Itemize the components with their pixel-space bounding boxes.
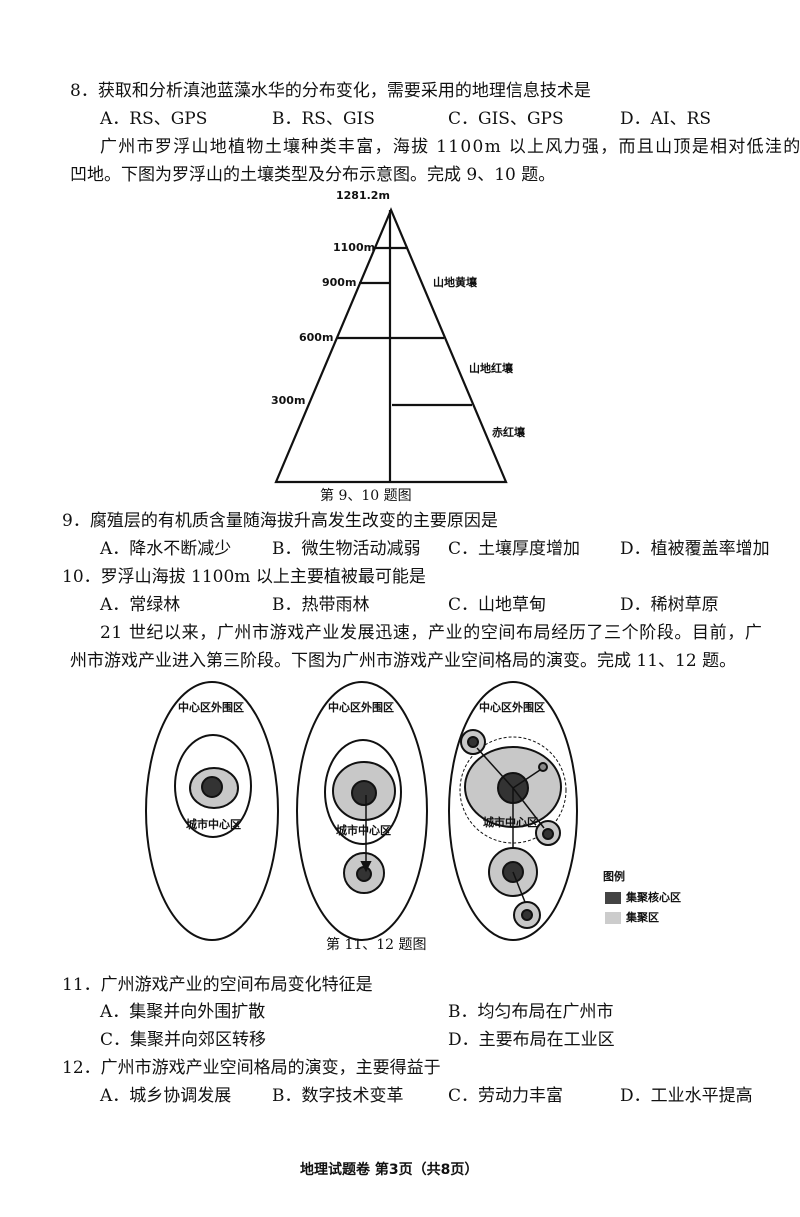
page-footer: 地理试题卷 第3页（共8页） <box>300 1162 479 1178</box>
stage2-outer-label: 中心区外围区 <box>328 701 394 714</box>
agglomeration-diagram <box>145 681 621 941</box>
q12-stem: 12．广州市游戏产业空间格局的演变，主要得益于 <box>62 1058 441 1078</box>
fig1-caption: 第 9、10 题图 <box>320 488 412 504</box>
q11-option-c: C．集聚并向郊区转移 <box>100 1030 267 1050</box>
stage3-inner-label: 城市中心区 <box>483 816 538 829</box>
legend-cluster-swatch <box>605 912 621 924</box>
q11-option-a: A．集聚并向外围扩散 <box>100 1002 266 1022</box>
q11-option-d: D．主要布局在工业区 <box>448 1030 615 1050</box>
intro2-line2: 州市游戏产业进入第三阶段。下图为广州市游戏产业空间格局的演变。完成 11、12 … <box>70 651 737 671</box>
soil-latosolic: 赤红壤 <box>492 426 525 439</box>
q12-option-b: B．数字技术变革 <box>272 1086 404 1106</box>
q9-option-c: C．土壤厚度增加 <box>448 539 581 559</box>
legend-core-swatch <box>605 892 621 904</box>
soil-yellow: 山地黄壤 <box>433 276 477 289</box>
q9-option-d: D．植被覆盖率增加 <box>620 539 770 559</box>
fig2-caption: 第 11、12 题图 <box>326 937 427 953</box>
q10-option-a: A．常绿林 <box>100 595 181 615</box>
soil-red: 山地红壤 <box>469 362 513 375</box>
intro2-line1: 21 世纪以来，广州市游戏产业发展迅速，产业的空间布局经历了三个阶段。目前，广 <box>100 623 763 643</box>
soil-pyramid-diagram <box>274 207 508 484</box>
elev-1100: 1100m <box>333 241 376 254</box>
peak-label: 1281.2m <box>336 189 390 202</box>
elev-900: 900m <box>322 276 357 289</box>
q11-option-b: B．均匀布局在广州市 <box>448 1002 614 1022</box>
q10-stem: 10．罗浮山海拔 1100m 以上主要植被最可能是 <box>62 567 426 587</box>
stage3-outer-label: 中心区外围区 <box>479 701 545 714</box>
intro1-line2: 凹地。下图为罗浮山的土壤类型及分布示意图。完成 9、10 题。 <box>70 165 556 185</box>
q8-option-b: B．RS、GIS <box>272 109 375 129</box>
q12-option-a: A．城乡协调发展 <box>100 1086 232 1106</box>
q10-option-c: C．山地草甸 <box>448 595 547 615</box>
elev-600: 600m <box>299 331 334 344</box>
q8-option-c: C．GIS、GPS <box>448 109 564 129</box>
stage2-inner-label: 城市中心区 <box>336 824 391 837</box>
q8-stem: 8．获取和分析滇池蓝藻水华的分布变化，需要采用的地理信息技术是 <box>70 81 591 101</box>
q12-option-c: C．劳动力丰富 <box>448 1086 564 1106</box>
q9-option-b: B．微生物活动减弱 <box>272 539 421 559</box>
stage1-inner-label: 城市中心区 <box>186 818 241 831</box>
q9-stem: 9．腐殖层的有机质含量随海拔升高发生改变的主要原因是 <box>62 511 498 531</box>
q9-option-a: A．降水不断减少 <box>100 539 232 559</box>
q10-option-d: D．稀树草原 <box>620 595 719 615</box>
intro1-line1: 广州市罗浮山地植物土壤种类丰富，海拔 1100m 以上风力强，而且山顶是相对低洼… <box>100 137 800 157</box>
legend-core: 集聚核心区 <box>626 891 681 904</box>
legend-cluster: 集聚区 <box>626 911 659 924</box>
legend-title: 图例 <box>603 870 625 883</box>
q12-option-d: D．工业水平提高 <box>620 1086 753 1106</box>
elev-300: 300m <box>271 394 306 407</box>
q8-option-d: D．AI、RS <box>620 109 712 129</box>
q10-option-b: B．热带雨林 <box>272 595 370 615</box>
q11-stem: 11．广州游戏产业的空间布局变化特征是 <box>62 975 373 995</box>
q8-option-a: A．RS、GPS <box>100 109 208 129</box>
stage1-outer-label: 中心区外围区 <box>178 701 244 714</box>
